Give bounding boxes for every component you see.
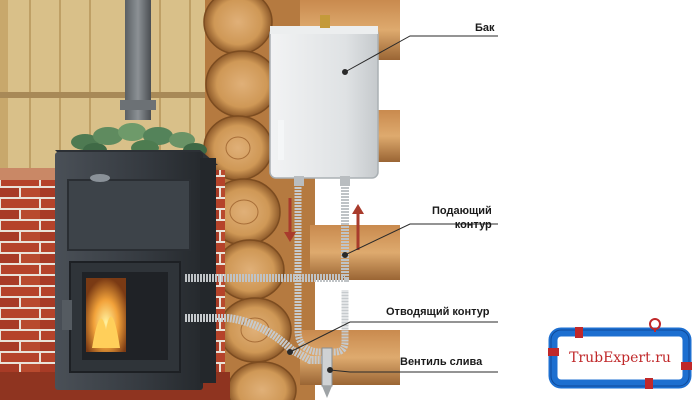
- callout-lines: [287, 35, 498, 373]
- stove: [55, 150, 218, 390]
- trubexpert-logo: TrubExpert.ru: [545, 318, 695, 396]
- return-circuit-label: Отводящий контур: [386, 306, 490, 318]
- logo-pipe-frame-icon: [548, 318, 692, 389]
- supply-circuit-label-line2: контур: [454, 219, 492, 231]
- water-tank: [269, 15, 379, 186]
- tank-label: Бак: [475, 22, 495, 34]
- logo-text: TrubExpert.ru: [569, 350, 671, 366]
- supply-circuit-label-line1: Подающий: [432, 205, 492, 217]
- supply-circuit-label: Подающий контур: [432, 204, 492, 232]
- drain-valve-label: Вентиль слива: [400, 356, 483, 368]
